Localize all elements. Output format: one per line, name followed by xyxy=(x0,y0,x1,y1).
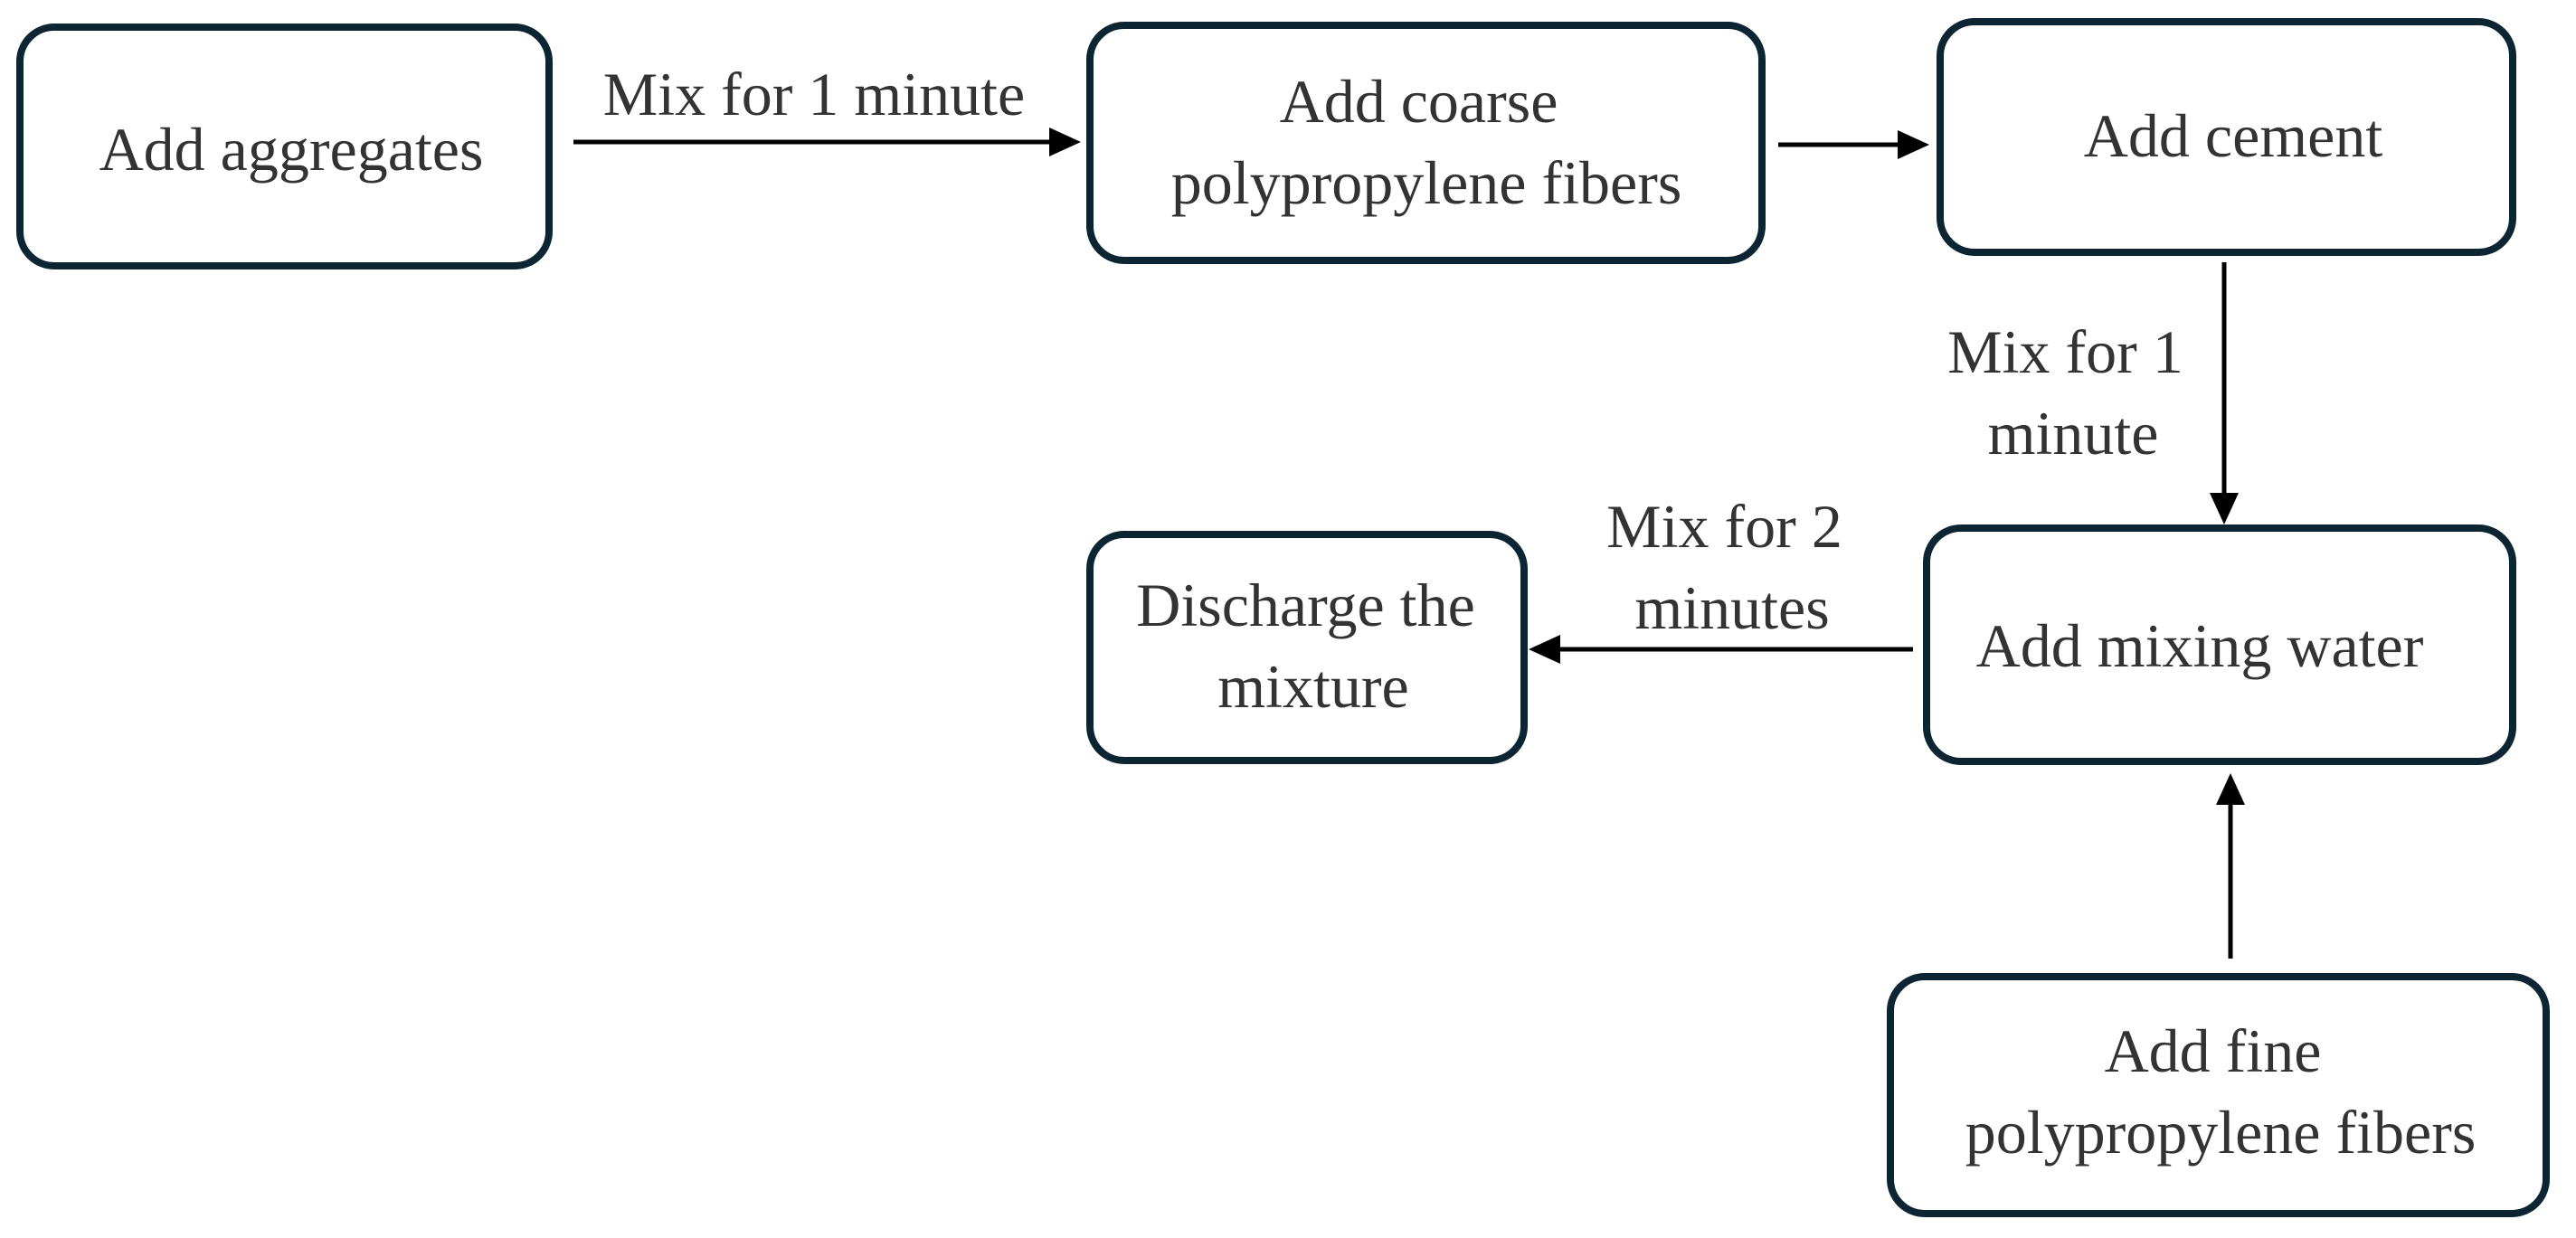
edge-label-line: Mix for 2 xyxy=(1606,492,1842,561)
node-add-cement: Add cement xyxy=(1937,18,2516,256)
edge-label-line: minute xyxy=(1988,399,2159,468)
node-label-line: polypropylene fibers xyxy=(1171,148,1682,217)
node-label: Add fine polypropylene fibers xyxy=(1965,1016,2477,1167)
node-label: Add cement xyxy=(2084,101,2383,170)
node-label: Add aggregates xyxy=(99,115,484,184)
edge-fine-fibers-to-mixing-water xyxy=(2216,773,2245,959)
node-box xyxy=(16,24,553,269)
edge-mixing-water-to-discharge: Mix for 2 minutes xyxy=(1529,492,1913,664)
node-add-aggregates: Add aggregates xyxy=(16,24,553,269)
edge-aggregates-to-coarse-fibers: Mix for 1 minute xyxy=(573,60,1081,156)
node-box xyxy=(1937,18,2516,256)
node-label: Discharge the mixture xyxy=(1136,571,1491,721)
edge-cement-to-mixing-water: Mix for 1 minute xyxy=(1947,262,2239,524)
node-label: Add mixing water xyxy=(1976,611,2424,680)
node-box xyxy=(1923,524,2516,765)
edge-label-line: Mix for 1 xyxy=(1947,317,2183,386)
arrowhead-right-icon xyxy=(1898,130,1929,159)
node-label-line: Discharge the xyxy=(1136,571,1475,639)
edge-label-line: Mix for 1 minute xyxy=(603,60,1026,128)
node-add-fine-fibers: Add fine polypropylene fibers xyxy=(1887,973,2550,1217)
arrowhead-up-icon xyxy=(2216,773,2245,805)
node-label-line: Add mixing water xyxy=(1976,611,2424,680)
edge-label: Mix for 1 minute xyxy=(1947,317,2199,468)
node-label-line: polypropylene fibers xyxy=(1965,1098,2477,1167)
node-add-mixing-water: Add mixing water xyxy=(1923,524,2516,765)
arrowhead-left-icon xyxy=(1529,635,1560,664)
node-label-line: Add coarse xyxy=(1280,67,1558,136)
edge-coarse-fibers-to-cement xyxy=(1778,130,1929,159)
node-label-line: mixture xyxy=(1217,652,1409,721)
edge-label: Mix for 2 minutes xyxy=(1606,492,1858,642)
node-box xyxy=(1086,22,1766,264)
arrowhead-right-icon xyxy=(1049,128,1081,156)
node-label-line: Add cement xyxy=(2084,101,2383,170)
edge-label-line: minutes xyxy=(1634,573,1829,642)
node-label: Add coarse polypropylene fibers xyxy=(1171,67,1682,217)
edge-label: Mix for 1 minute xyxy=(603,60,1026,128)
node-label-line: Add aggregates xyxy=(99,115,484,184)
node-discharge-mixture: Discharge the mixture xyxy=(1086,531,1528,764)
node-label-line: Add fine xyxy=(2105,1016,2322,1085)
arrowhead-down-icon xyxy=(2210,493,2239,524)
node-add-coarse-fibers: Add coarse polypropylene fibers xyxy=(1086,22,1766,264)
node-box xyxy=(1887,973,2550,1217)
node-box xyxy=(1086,531,1528,764)
